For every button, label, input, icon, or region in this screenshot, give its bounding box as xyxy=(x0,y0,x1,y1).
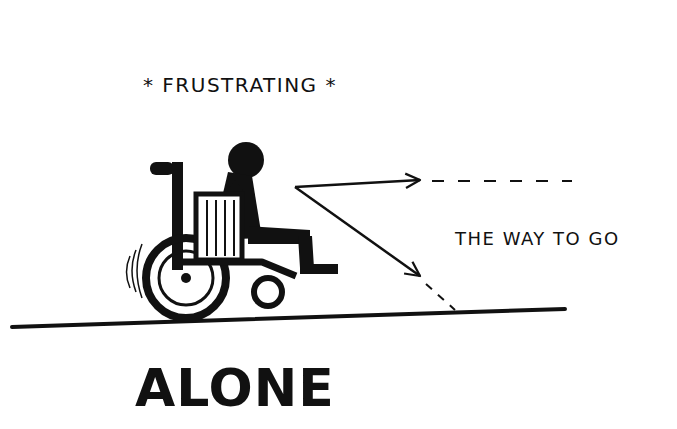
dashed-path xyxy=(432,180,572,182)
backrest xyxy=(196,194,242,260)
title-word: ALONE xyxy=(135,360,335,417)
ground-line xyxy=(12,309,565,327)
frame xyxy=(182,262,296,276)
lower-leg xyxy=(298,236,314,268)
stripe xyxy=(224,200,226,256)
head xyxy=(228,142,264,178)
stripe xyxy=(233,200,235,256)
stripe xyxy=(206,200,208,256)
wheelchair-figure xyxy=(146,142,338,318)
motion-lines xyxy=(127,244,143,298)
push-handle xyxy=(150,162,174,175)
dashed-path xyxy=(426,284,455,310)
direction-arrow xyxy=(295,180,420,187)
stripe xyxy=(215,200,217,256)
direction-label: THE WAY TO GO xyxy=(455,229,620,249)
motion-line xyxy=(137,244,142,298)
motion-line xyxy=(132,250,136,292)
foot xyxy=(300,264,338,274)
backrest-stripes xyxy=(207,200,234,256)
wheel-hub xyxy=(181,273,191,283)
front-wheel xyxy=(254,278,282,306)
mood-note: * FRUSTRATING * xyxy=(143,74,337,96)
motion-line xyxy=(127,256,131,288)
direction-arrow xyxy=(295,187,420,276)
